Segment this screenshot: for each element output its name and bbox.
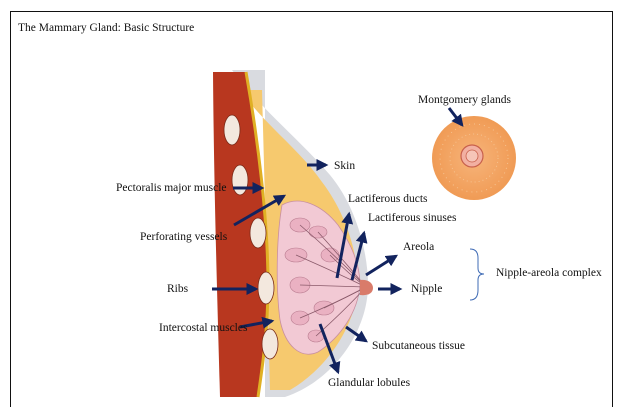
label-lactiferous-ducts: Lactiferous ducts	[348, 194, 428, 206]
label-pectoralis-major-muscle: Pectoralis major muscle	[116, 183, 227, 195]
label-montgomery-glands: Montgomery glands	[418, 95, 511, 107]
arrow-areola	[366, 256, 396, 275]
label-intercostal-muscles: Intercostal muscles	[159, 323, 247, 335]
nipple-areola-brace	[470, 249, 484, 300]
label-perforating-vessels: Perforating vessels	[140, 232, 227, 244]
label-subcutaneous-tissue: Subcutaneous tissue	[372, 341, 465, 353]
label-glandular-lobules: Glandular lobules	[328, 378, 410, 390]
nipple	[360, 280, 373, 295]
label-skin: Skin	[334, 161, 355, 173]
label-nipple-areola-complex: Nipple-areola complex	[496, 268, 602, 280]
label-ribs: Ribs	[167, 284, 188, 296]
label-areola: Areola	[403, 242, 434, 254]
label-lactiferous-sinuses: Lactiferous sinuses	[368, 213, 456, 225]
label-nipple: Nipple	[411, 284, 442, 296]
